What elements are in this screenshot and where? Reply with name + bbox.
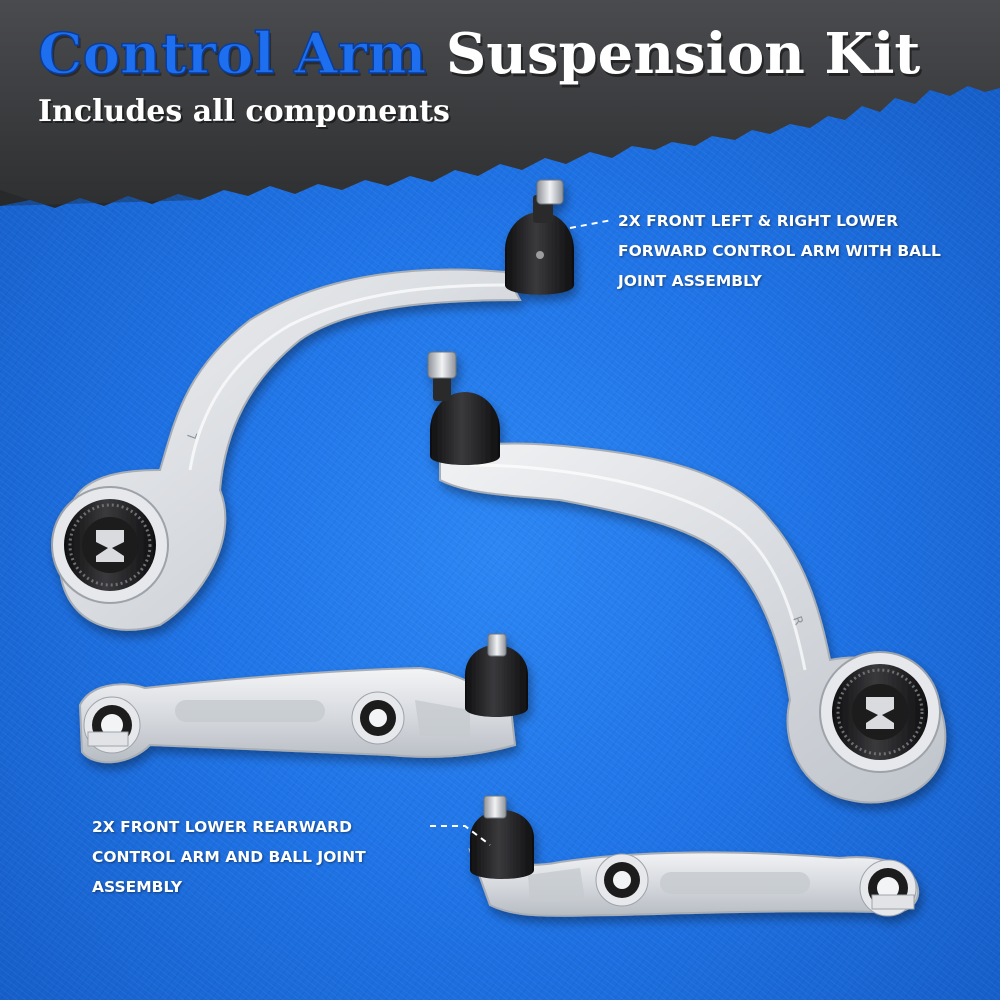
ball-joint-left-arm: [505, 179, 574, 295]
title-highlight: Control Arm: [37, 20, 427, 88]
callout-forward-arms: 2X FRONT LEFT & RIGHT LOWER FORWARD CONT…: [618, 212, 941, 290]
main-title: Control Arm Suspension Kit: [37, 18, 921, 90]
bushing-right-arm: [819, 651, 941, 773]
forward-control-arm-left: L: [51, 179, 574, 631]
rearward-control-arm-1: [78, 633, 528, 764]
bushing-left-arm: [51, 486, 169, 604]
rearward-control-arm-2: [468, 795, 920, 917]
ball-joint-rearward-2: [470, 795, 534, 879]
forward-control-arm-right: R: [427, 351, 947, 804]
ball-joint-rearward-1: [465, 633, 528, 717]
bushing-rearward-1-small: [83, 696, 141, 754]
callout-leader-forward: [569, 219, 613, 229]
callout-rearward-arms: 2X FRONT LOWER REARWARD CONTROL ARM AND …: [92, 818, 366, 896]
title-rest: Suspension Kit: [445, 21, 921, 87]
bushing-rearward-2-mid: [595, 853, 649, 907]
bushing-rearward-2-small: [859, 859, 917, 917]
arm-mark-l: L: [185, 430, 201, 441]
ball-joint-right-arm: [427, 351, 500, 465]
subtitle: Includes all components: [38, 94, 450, 129]
gray-header-band: [0, 0, 1000, 208]
callout-leader-rearward: [430, 825, 491, 846]
bushing-rearward-1-mid: [351, 691, 405, 745]
